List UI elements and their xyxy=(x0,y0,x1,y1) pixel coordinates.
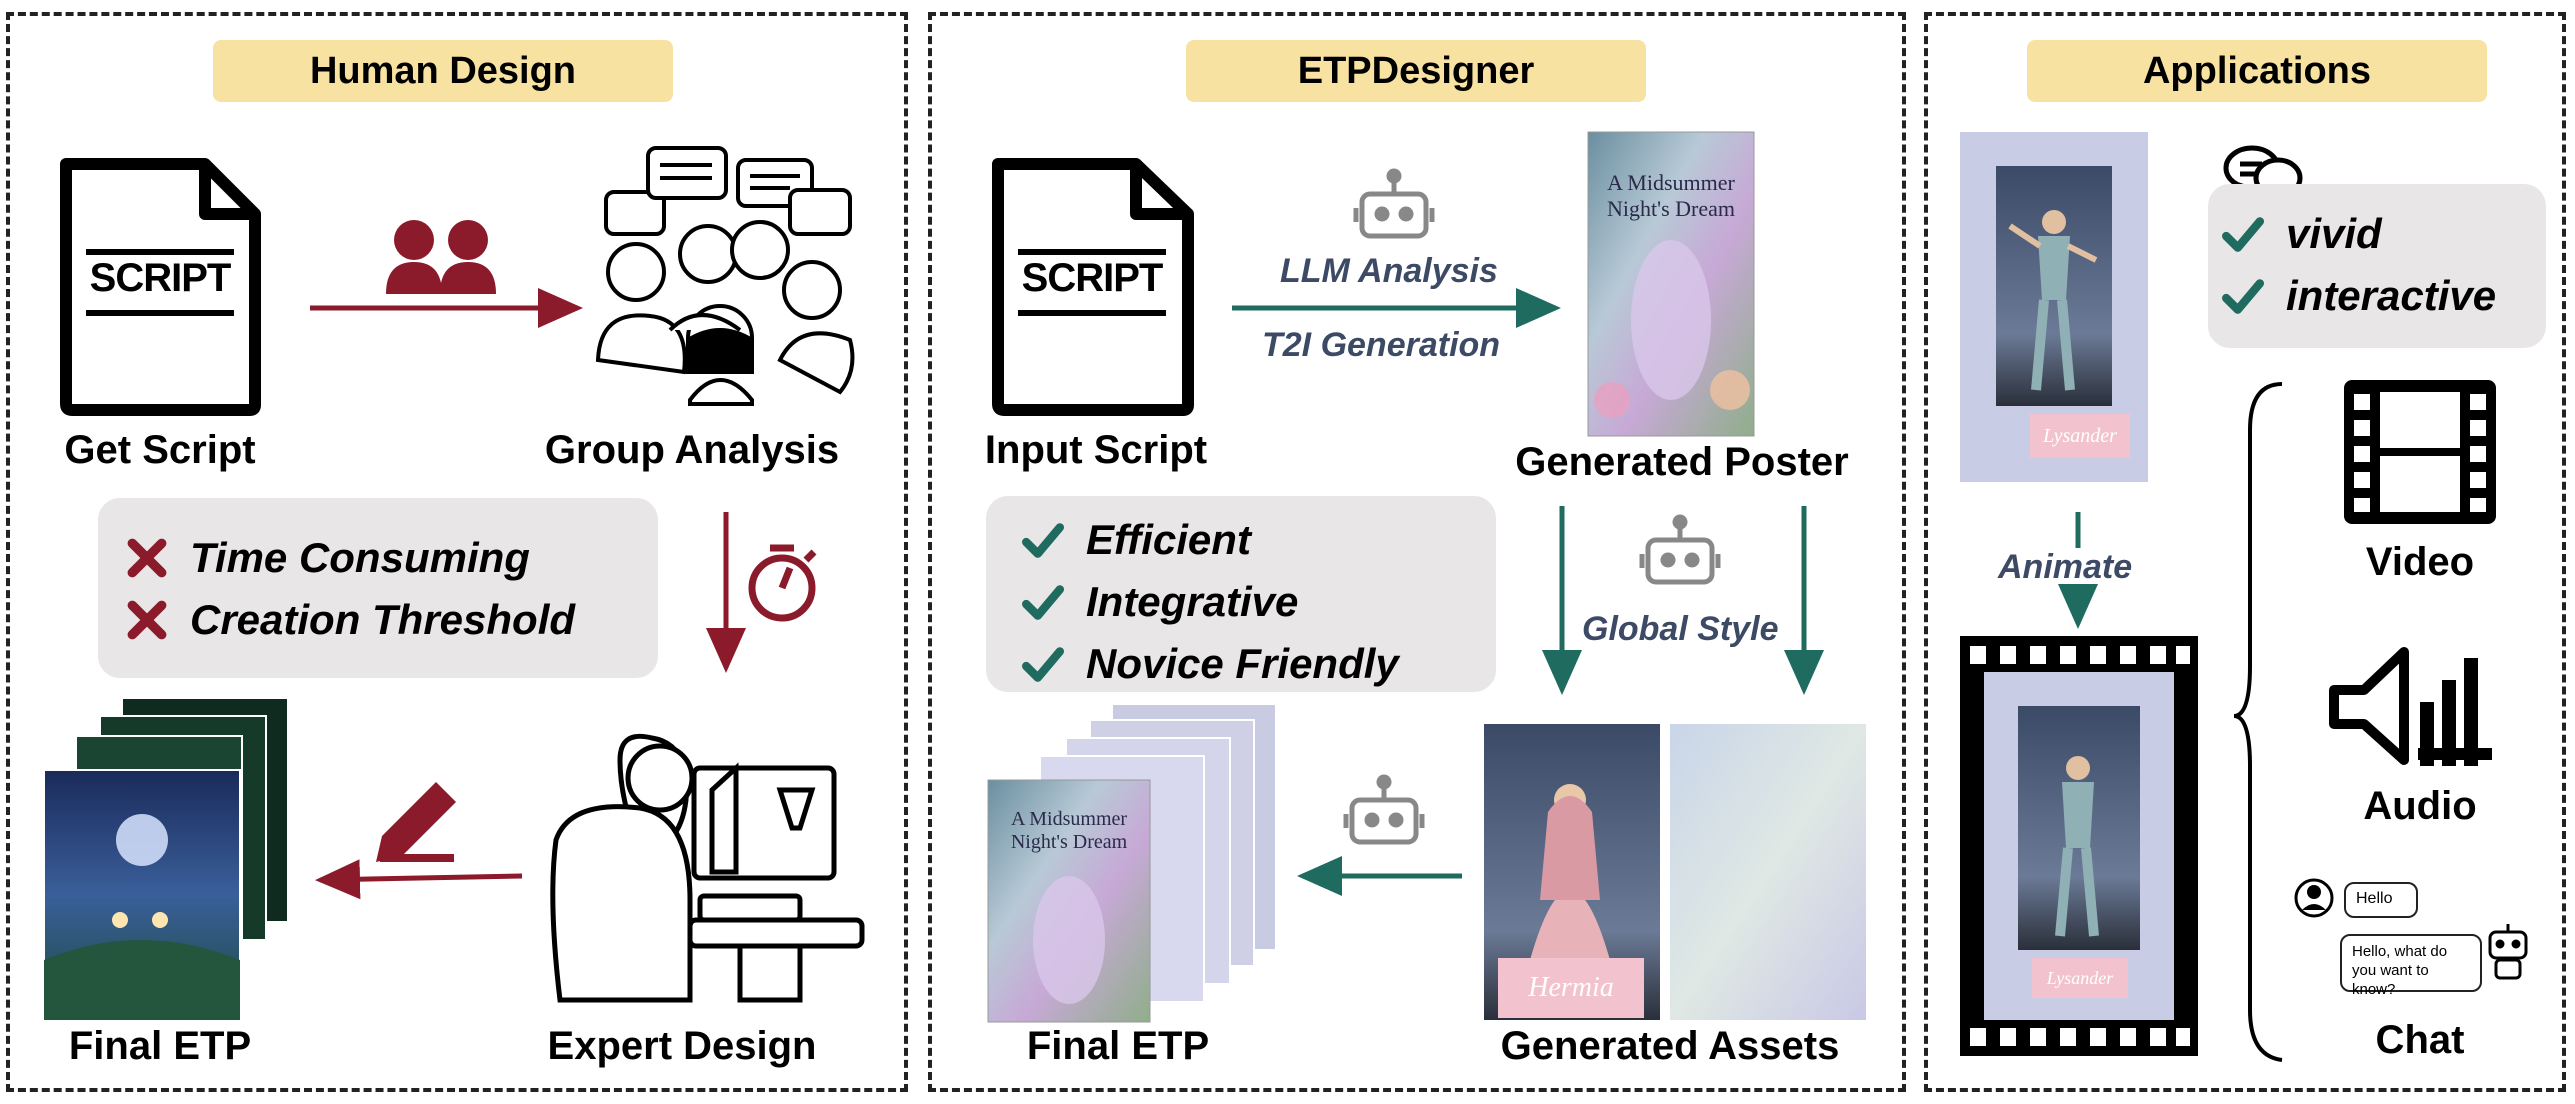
poster-title-text: A Midsummer Night's Dream xyxy=(1607,170,1735,221)
t2i-generation-label: T2I Generation xyxy=(1262,326,1501,364)
people-group-icon xyxy=(386,220,496,294)
audio-speaker-icon xyxy=(2329,647,2492,766)
final-etp-label-human: Final ETP xyxy=(68,1024,252,1068)
script-word-human: SCRIPT xyxy=(89,256,232,300)
pro-item: Integrative xyxy=(1022,578,1399,626)
arrow-expert-to-final xyxy=(315,859,523,900)
group-analysis-label: Group Analysis xyxy=(544,428,840,472)
pro-text: Novice Friendly xyxy=(1086,640,1399,687)
script-document-icon xyxy=(60,158,261,416)
final-etp-stack-etp xyxy=(987,703,1277,1023)
user-avatar-icon xyxy=(2294,878,2334,918)
chat-robot-icon xyxy=(2488,924,2528,980)
film-strip-animation xyxy=(1960,636,2198,1056)
check-icon xyxy=(2222,279,2264,314)
etpdesigner-title: ETPDesigner xyxy=(1186,40,1646,102)
final-etp-label-etp: Final ETP xyxy=(1026,1024,1210,1068)
pro-text: Efficient xyxy=(1086,516,1251,563)
generated-assets-label: Generated Assets xyxy=(1500,1024,1840,1068)
generated-poster-label: Generated Poster xyxy=(1515,440,1849,484)
check-icon xyxy=(1022,523,1064,558)
input-script-document-icon xyxy=(992,158,1194,416)
human-design-panel xyxy=(6,12,908,1092)
generated-asset-background xyxy=(1670,724,1866,1020)
expert-design-label: Expert Design xyxy=(547,1024,817,1068)
check-icon xyxy=(2222,217,2264,252)
pro-text: Integrative xyxy=(1086,578,1299,625)
robot-icon-compose xyxy=(1343,774,1425,845)
lysander-tag-poster: Lysander xyxy=(2030,414,2130,458)
pro-item: Novice Friendly xyxy=(1022,640,1399,688)
curly-brace xyxy=(2233,382,2283,1062)
etpdesigner-panel xyxy=(928,12,1906,1092)
con-item: Creation Threshold xyxy=(126,596,575,644)
robot-icon-llm xyxy=(1353,168,1435,239)
pro-item: Efficient xyxy=(1022,516,1399,564)
con-text: Creation Threshold xyxy=(190,596,576,643)
cross-icon xyxy=(127,538,167,578)
features-box: vivid interactive xyxy=(2208,184,2546,348)
chat-label: Chat xyxy=(2375,1018,2465,1062)
final-poster-title-text: A Midsummer Night's Dream xyxy=(1010,808,1128,853)
con-item: Time Consuming xyxy=(126,534,575,582)
cons-box: Time Consuming Creation Threshold xyxy=(98,498,658,678)
check-icon xyxy=(1022,647,1064,682)
feature-item: vivid xyxy=(2222,210,2496,258)
llm-analysis-label: LLM Analysis xyxy=(1280,252,1498,290)
lysander-poster xyxy=(1960,132,2148,482)
stopwatch-icon xyxy=(748,544,817,622)
human-design-title: Human Design xyxy=(213,40,673,102)
get-script-label: Get Script xyxy=(64,428,256,472)
video-film-icon xyxy=(2344,380,2496,524)
check-icon xyxy=(1022,585,1064,620)
script-word-etp: SCRIPT xyxy=(1021,256,1164,300)
pencil-icon xyxy=(376,782,456,862)
global-style-label: Global Style xyxy=(1582,610,1779,648)
robot-icon-style xyxy=(1639,514,1721,585)
hermia-tag: Hermia xyxy=(1498,958,1644,1018)
audio-label: Audio xyxy=(2363,784,2477,828)
chat-hello-bubble: Hello xyxy=(2344,882,2418,918)
animate-label: Animate xyxy=(1998,548,2133,586)
final-etp-stack-human xyxy=(43,697,289,1021)
video-label: Video xyxy=(2365,540,2475,584)
lysander-tag-animated: Lysander xyxy=(2032,958,2128,998)
cross-icon xyxy=(127,600,167,640)
chat-reply-bubble: Hello, what do you want to know? xyxy=(2340,934,2482,998)
expert-designer-illustration xyxy=(550,733,865,1003)
applications-panel xyxy=(1924,12,2566,1092)
feature-text: vivid xyxy=(2286,210,2382,257)
feature-item: interactive xyxy=(2222,272,2496,320)
applications-title: Applications xyxy=(2027,40,2487,102)
input-script-label: Input Script xyxy=(984,428,1208,472)
con-text: Time Consuming xyxy=(190,534,530,581)
pros-box: Efficient Integrative Novice Friendly xyxy=(986,496,1496,692)
feature-text: interactive xyxy=(2286,272,2497,319)
generated-poster-image xyxy=(1587,131,1755,437)
group-analysis-illustration xyxy=(595,146,855,406)
